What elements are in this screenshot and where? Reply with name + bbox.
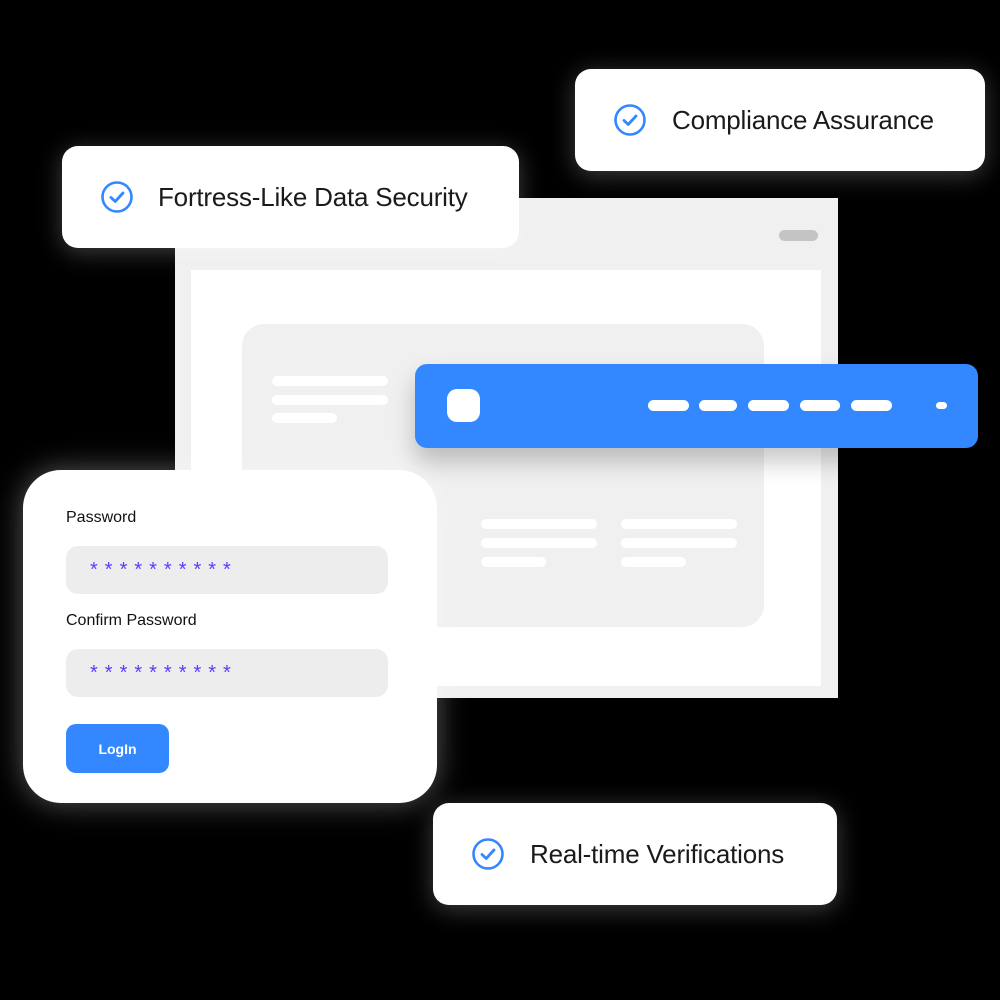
check-circle-icon xyxy=(472,838,504,870)
placeholder-line xyxy=(621,538,737,548)
masked-digit-group xyxy=(648,400,689,411)
window-control-pill xyxy=(779,230,818,241)
login-button[interactable]: LogIn xyxy=(66,724,169,773)
placeholder-line xyxy=(272,395,388,405)
masked-digit-dot xyxy=(936,402,947,409)
badge-compliance-assurance: Compliance Assurance xyxy=(575,69,985,171)
placeholder-line xyxy=(481,557,546,567)
password-mask: ********** xyxy=(90,558,238,581)
badge-label: Compliance Assurance xyxy=(672,104,934,135)
masked-digit-group xyxy=(748,400,789,411)
masked-digit-group xyxy=(851,400,892,411)
placeholder-line xyxy=(481,519,597,529)
confirm-password-input[interactable]: ********** xyxy=(66,649,388,697)
card-chip-icon xyxy=(447,389,480,422)
badge-realtime-verifications: Real-time Verifications xyxy=(433,803,837,905)
placeholder-line xyxy=(272,376,388,386)
badge-label: Real-time Verifications xyxy=(530,838,785,869)
placeholder-line xyxy=(621,519,737,529)
confirm-password-label: Confirm Password xyxy=(66,612,197,629)
confirm-password-mask: ********** xyxy=(90,661,238,684)
masked-digit-group xyxy=(699,400,737,411)
placeholder-line xyxy=(272,413,337,423)
check-circle-icon xyxy=(101,181,133,213)
masked-card-number-bar xyxy=(415,364,978,448)
placeholder-line xyxy=(481,538,597,548)
password-label: Password xyxy=(66,509,137,526)
placeholder-line xyxy=(621,557,686,567)
badge-label: Fortress-Like Data Security xyxy=(158,181,468,212)
check-circle-icon xyxy=(614,104,646,136)
password-input[interactable]: ********** xyxy=(66,546,388,594)
masked-digit-group xyxy=(800,400,840,411)
badge-data-security: Fortress-Like Data Security xyxy=(62,146,519,248)
